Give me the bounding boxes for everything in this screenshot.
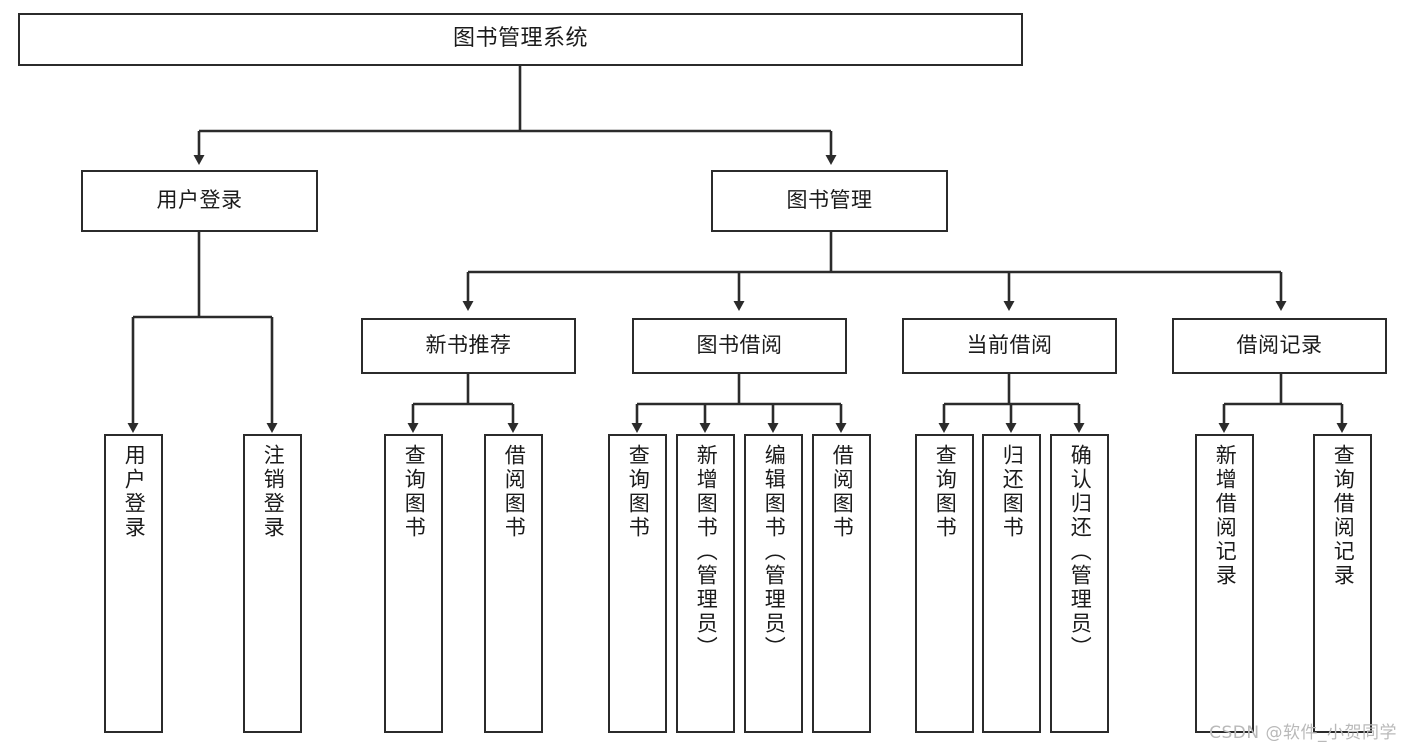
- node-new-book-recommend[interactable]: 新书推荐: [361, 318, 576, 374]
- node-user-login[interactable]: 用户登录: [81, 170, 318, 232]
- node-leaf-logout-login[interactable]: 注销登录: [243, 434, 302, 733]
- node-leaf-edit-book-admin[interactable]: 编辑图书（管理员）: [744, 434, 803, 733]
- node-leaf-query-book-3[interactable]: 查询图书: [915, 434, 974, 733]
- node-leaf-borrow-book-2[interactable]: 借阅图书: [812, 434, 871, 733]
- node-leaf-user-login[interactable]: 用户登录: [104, 434, 163, 733]
- node-borrow-record-label: 借阅记录: [1236, 333, 1323, 358]
- node-leaf-add-book-admin[interactable]: 新增图书（管理员）: [676, 434, 735, 733]
- node-leaf-query-book-2[interactable]: 查询图书: [608, 434, 667, 733]
- node-leaf-return-book[interactable]: 归还图书: [982, 434, 1041, 733]
- node-leaf-add-book-admin-label: 新增图书（管理员）: [694, 444, 719, 660]
- node-leaf-confirm-return-admin[interactable]: 确认归还（管理员）: [1050, 434, 1109, 733]
- node-leaf-query-borrow-record[interactable]: 查询借阅记录: [1313, 434, 1372, 733]
- node-leaf-add-borrow-record[interactable]: 新增借阅记录: [1195, 434, 1254, 733]
- node-book-manage[interactable]: 图书管理: [711, 170, 948, 232]
- node-leaf-user-login-label: 用户登录: [122, 444, 147, 540]
- node-user-login-label: 用户登录: [156, 188, 243, 213]
- node-leaf-borrow-book-2-label: 借阅图书: [830, 444, 855, 540]
- node-leaf-borrow-book-1-label: 借阅图书: [502, 444, 527, 540]
- node-leaf-return-book-label: 归还图书: [1000, 444, 1025, 540]
- node-leaf-query-book-1-label: 查询图书: [402, 444, 427, 540]
- node-leaf-confirm-return-admin-label: 确认归还（管理员）: [1068, 444, 1093, 660]
- node-leaf-query-book-3-label: 查询图书: [933, 444, 958, 540]
- node-leaf-logout-login-label: 注销登录: [261, 444, 286, 540]
- node-current-borrow-label: 当前借阅: [966, 333, 1053, 358]
- node-leaf-borrow-book-1[interactable]: 借阅图书: [484, 434, 543, 733]
- node-leaf-edit-book-admin-label: 编辑图书（管理员）: [762, 444, 787, 660]
- node-book-borrow-label: 图书借阅: [696, 333, 783, 358]
- node-book-manage-label: 图书管理: [786, 188, 873, 213]
- node-leaf-query-book-2-label: 查询图书: [626, 444, 651, 540]
- node-borrow-record[interactable]: 借阅记录: [1172, 318, 1387, 374]
- node-leaf-query-borrow-record-label: 查询借阅记录: [1331, 444, 1356, 588]
- node-leaf-query-book-1[interactable]: 查询图书: [384, 434, 443, 733]
- node-current-borrow[interactable]: 当前借阅: [902, 318, 1117, 374]
- node-root-label: 图书管理系统: [452, 26, 588, 52]
- node-book-borrow[interactable]: 图书借阅: [632, 318, 847, 374]
- node-leaf-add-borrow-record-label: 新增借阅记录: [1213, 444, 1238, 588]
- node-new-book-recommend-label: 新书推荐: [425, 333, 512, 358]
- node-root[interactable]: 图书管理系统: [18, 13, 1023, 66]
